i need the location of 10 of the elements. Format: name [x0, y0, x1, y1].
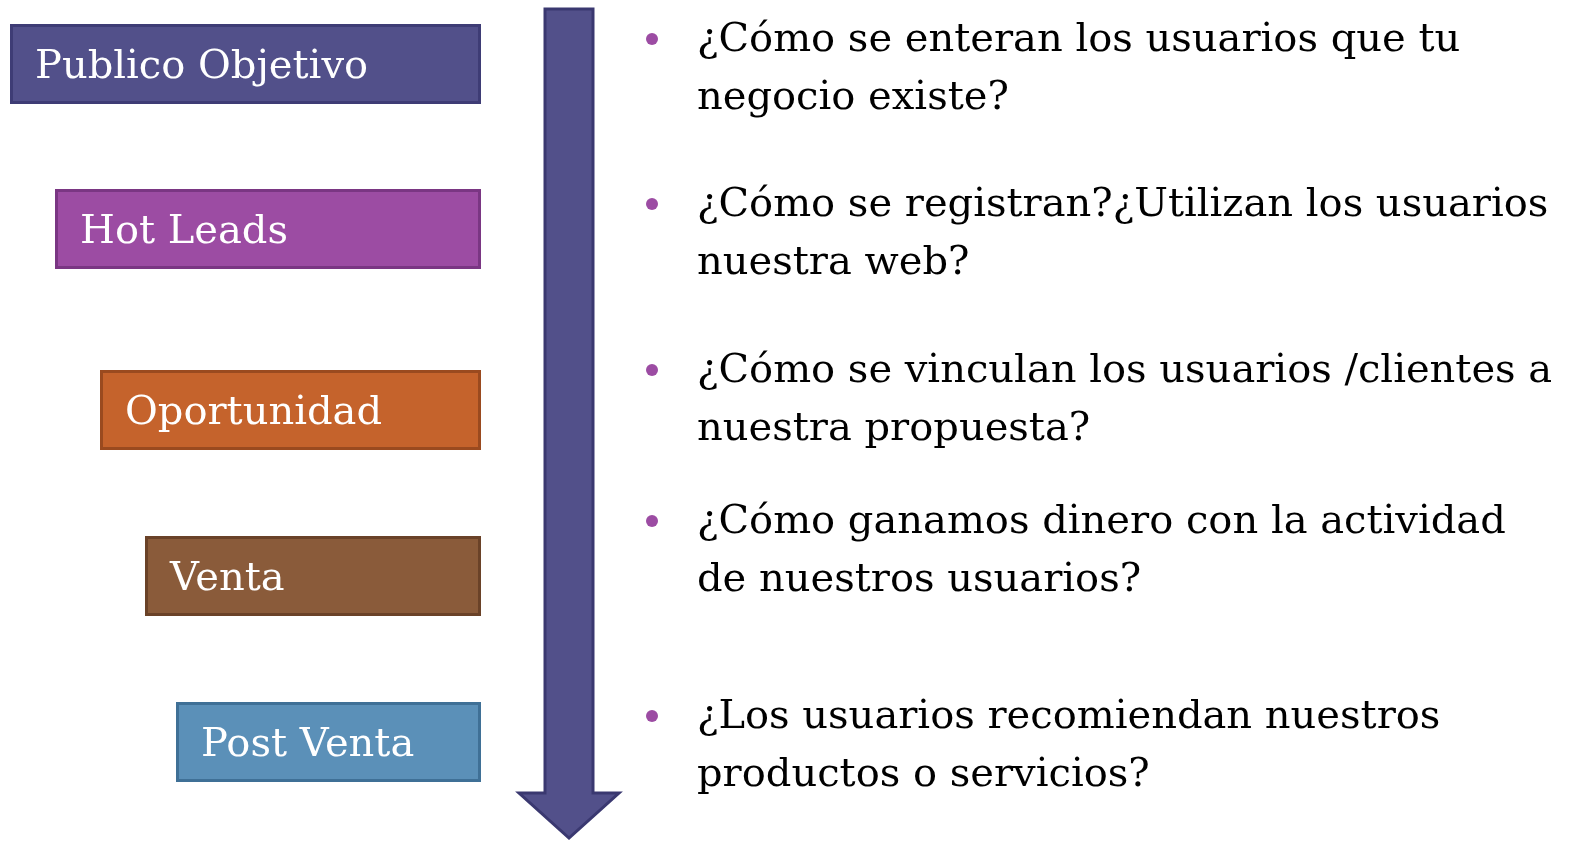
question-text: ¿Cómo se enteran los usuarios que tu negocio existe? [697, 13, 1462, 120]
question-text: ¿Cómo ganamos dinero con la actividad de nuestros usuarios? [697, 495, 1507, 602]
stage-box: Publico Objetivo [10, 24, 481, 104]
question-text: ¿Cómo se registran?¿Utilizan los usuarios nuestra web? [697, 178, 1550, 285]
stage-box: Oportunidad [100, 370, 481, 450]
question-text: ¿Los usuarios recomiendan nuestros productos o servicios? [697, 690, 1442, 797]
stage-box: Hot Leads [55, 189, 481, 269]
question-text: ¿Cómo se vinculan los usuarios /clientes a nuestra propuesta? [697, 344, 1554, 451]
stage-box: Post Venta [176, 702, 481, 782]
stage-box: Venta [145, 536, 481, 616]
